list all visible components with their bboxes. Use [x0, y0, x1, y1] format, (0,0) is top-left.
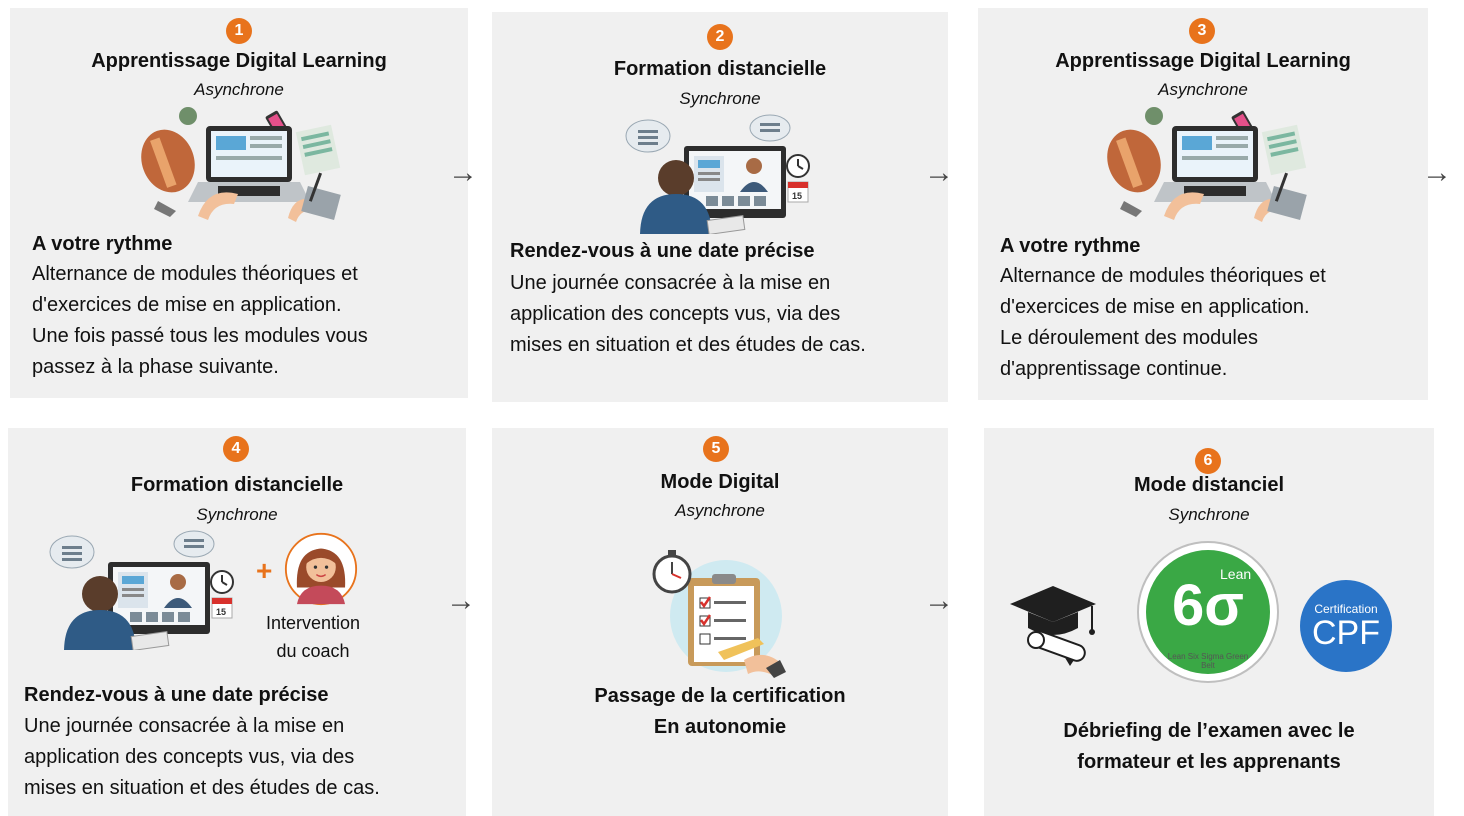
description-line: mises en situation et des études de cas.	[510, 334, 866, 356]
coach-caption: Intervention du coach	[258, 609, 368, 665]
step-title: Apprentissage Digital Learning	[1055, 50, 1351, 72]
lean-logo-ring-text: Lean Six Sigma Green Belt	[1167, 652, 1249, 670]
step-heading: A votre rythme	[32, 233, 173, 255]
step-number-badge: 4	[223, 436, 249, 462]
lean-logo-text: Lean	[1220, 566, 1252, 582]
step-title: Apprentissage Digital Learning	[91, 50, 387, 72]
step-title: Formation distancielle	[613, 58, 827, 80]
description-line: Alternance de modules théoriques et	[32, 263, 358, 285]
description-line: Débriefing de l’examen avec le	[1063, 720, 1355, 742]
arrow-right-icon: →	[446, 584, 476, 617]
step-description: Alternance de modules théoriques et d'ex…	[32, 259, 368, 383]
step-card-5: 5 Mode Digital Asynchrone Passage de la …	[492, 428, 948, 816]
description-line: Alternance de modules théoriques et	[1000, 265, 1326, 287]
arrow-right-icon: →	[448, 156, 478, 189]
step-heading: Rendez-vous à une date précise	[24, 684, 329, 706]
arrow-right-icon: →	[924, 584, 954, 617]
lean-six-sigma-logo: Lean 6σ Lean Six Sigma Green Belt	[1136, 540, 1280, 684]
step-heading: Rendez-vous à une date précise	[510, 240, 815, 262]
step-number-badge: 2	[707, 24, 733, 50]
description-line: passez à la phase suivante.	[32, 356, 279, 378]
step-number-badge: 5	[703, 436, 729, 462]
description-line: Le déroulement des modules	[1000, 327, 1258, 349]
step-description: Alternance de modules théoriques et d'ex…	[1000, 261, 1326, 385]
description-line: Une fois passé tous les modules vous	[32, 325, 368, 347]
checklist-stopwatch-illustration	[648, 548, 788, 678]
description-line: En autonomie	[653, 716, 787, 738]
step-subtitle: Asynchrone	[1158, 80, 1248, 99]
arrow-right-icon: →	[1422, 156, 1452, 189]
step-subtitle: Synchrone	[679, 89, 761, 108]
step-card-2: 2 Formation distancielle Synchrone Rende…	[492, 12, 948, 402]
step-number-badge: 3	[1189, 18, 1215, 44]
cpf-logo-main-text: CPF	[1312, 614, 1380, 652]
step-card-6: 6 Mode distanciel Synchrone Lean 6σ Lean…	[984, 428, 1434, 816]
step-heading: A votre rythme	[1000, 235, 1141, 257]
cpf-certification-logo: Certification CPF	[1300, 580, 1392, 672]
step-title: Formation distancielle	[130, 474, 344, 496]
lean-logo-number: 6σ	[1172, 573, 1244, 638]
description-line: d'apprentissage continue.	[1000, 358, 1228, 380]
step-description: Débriefing de l’examen avec le formateur…	[984, 716, 1434, 778]
step-card-4: 4 Formation distancielle Synchrone + Int…	[8, 428, 466, 816]
description-line: d'exercices de mise en application.	[1000, 296, 1310, 318]
description-line: mises en situation et des études de cas.	[24, 777, 380, 799]
step-description: Une journée consacrée à la mise en appli…	[24, 711, 380, 804]
step-card-3: 3 Apprentissage Digital Learning Asynchr…	[978, 8, 1428, 400]
step-number-badge: 6	[1195, 448, 1221, 474]
laptop-desk-illustration	[128, 106, 348, 226]
arrow-right-icon: →	[924, 156, 954, 189]
video-conference-illustration	[620, 114, 820, 234]
step-subtitle: Synchrone	[196, 505, 278, 524]
caption-line: du coach	[276, 641, 350, 661]
description-line: d'exercices de mise en application.	[32, 294, 342, 316]
step-subtitle: Asynchrone	[675, 501, 765, 520]
description-line: Une journée consacrée à la mise en	[510, 272, 831, 294]
caption-line: Intervention	[265, 613, 361, 633]
step-title: Mode distanciel	[1133, 474, 1285, 496]
graduation-cap-icon	[1008, 576, 1098, 666]
step-title: Mode Digital	[660, 471, 780, 493]
description-line: Une journée consacrée à la mise en	[24, 715, 345, 737]
description-line: application des concepts vus, via des	[24, 746, 355, 768]
description-line: Passage de la certification	[594, 685, 846, 707]
description-line: formateur et les apprenants	[1077, 751, 1341, 773]
step-description: Passage de la certification En autonomie	[492, 681, 948, 743]
coach-avatar-icon	[284, 532, 358, 606]
step-number-badge: 1	[226, 18, 252, 44]
video-conference-illustration	[44, 530, 244, 650]
step-subtitle: Asynchrone	[194, 80, 284, 99]
description-line: application des concepts vus, via des	[510, 303, 841, 325]
cpf-logo-top-text: Certification	[1314, 602, 1378, 616]
step-subtitle: Synchrone	[1168, 505, 1250, 524]
step-description: Une journée consacrée à la mise en appli…	[510, 268, 866, 361]
step-card-1: 1 Apprentissage Digital Learning Asynchr…	[10, 8, 468, 398]
laptop-desk-illustration	[1094, 106, 1314, 226]
plus-icon: +	[256, 555, 273, 586]
